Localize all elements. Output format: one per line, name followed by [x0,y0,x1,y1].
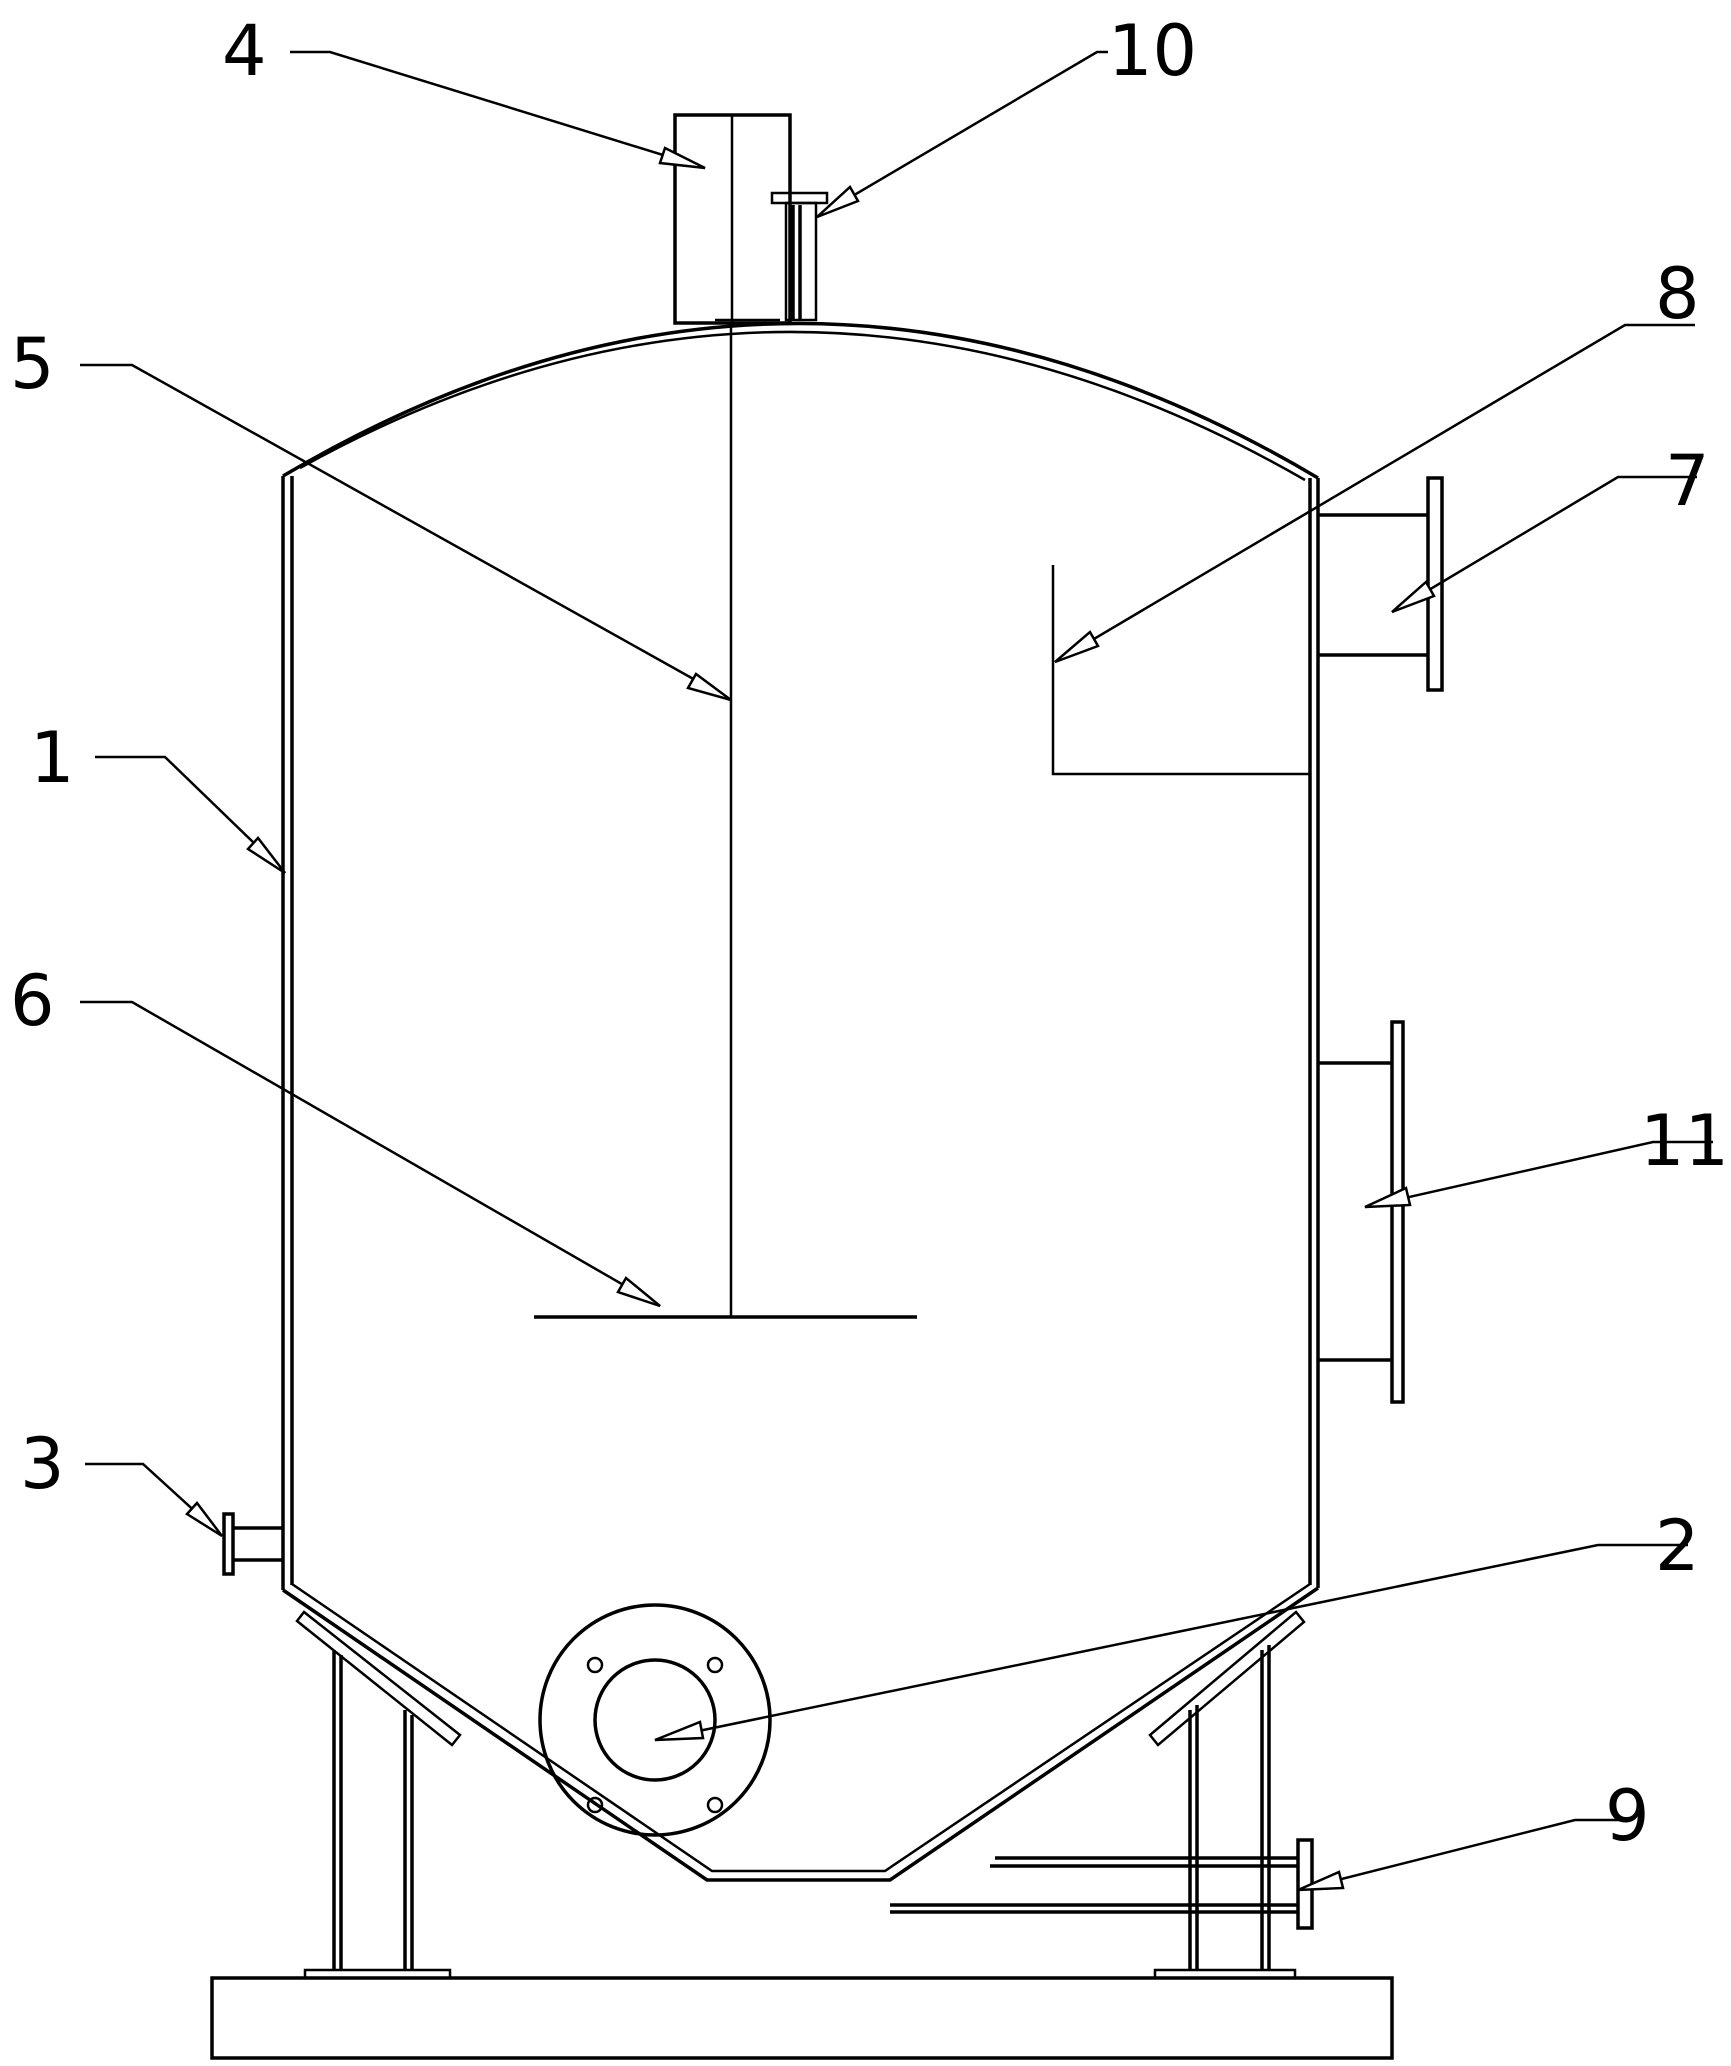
base-plate [210,1976,1394,2060]
leg-pads [295,1610,1306,1747]
flanged-port [538,1603,772,1837]
callout-7: 7 [1665,440,1710,522]
callout-3: 3 [20,1423,65,1505]
bottom-discharge-pipe [890,1838,1314,1930]
callout-1: 1 [30,717,75,799]
left-small-nozzle [222,1512,283,1576]
callout-labels: 1 2 3 4 5 6 7 8 9 10 11 [10,10,1729,1857]
tank-shell [281,476,1320,1590]
tank-head [282,321,1319,480]
inner-baffle [1051,565,1310,776]
callout-11: 11 [1640,1100,1729,1182]
callout-8: 8 [1655,253,1700,335]
support-legs [332,1645,1271,1970]
top-nozzle [770,191,829,322]
callout-10: 10 [1108,10,1197,92]
leader-lines [80,50,1713,1892]
tank-cone [282,1582,1319,1882]
callout-2: 2 [1655,1505,1700,1587]
middle-side-manway [1318,1020,1405,1404]
base-foot-right [1153,1968,1297,1980]
base-foot-left [303,1968,452,1980]
callout-6: 6 [10,960,55,1042]
callout-4: 4 [222,10,267,92]
drive-unit [673,113,792,325]
callout-5: 5 [10,323,55,405]
callout-9: 9 [1605,1775,1650,1857]
